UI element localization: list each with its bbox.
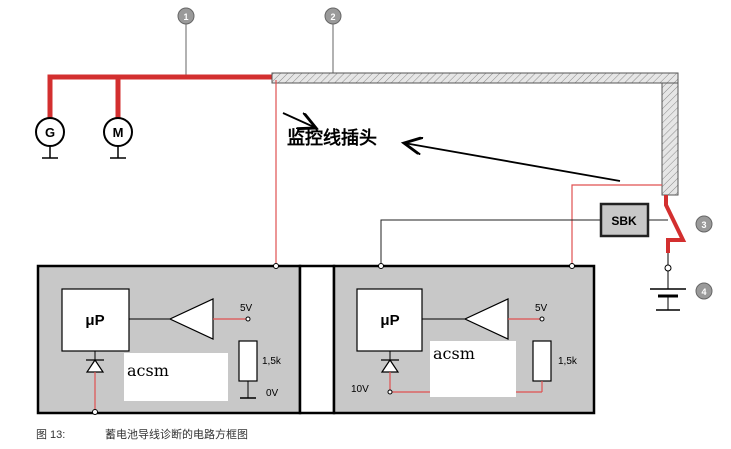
generator-label: G [45,125,55,140]
battery-cable-bus [271,72,679,196]
callout-4 [695,282,713,300]
callout-2 [324,7,342,25]
junction-dots [92,263,575,415]
generator-symbol [35,117,65,159]
callout-1-number: 1 [183,12,188,22]
callout-3-number: 3 [701,220,706,230]
module-2-10v-label: 10V [351,384,369,395]
module-1-5v-label: 5V [240,303,253,314]
connector-annotation: 监控线插头 [287,127,377,148]
control-module-2 [332,264,596,415]
module-2-resistor-label: 1,5k [558,356,578,367]
microprocessor-1-label: μP [85,312,104,329]
sbk-box [599,202,650,238]
main-power-wire [47,74,272,120]
cover-patch-1 [124,353,228,401]
inter-module-bus [298,264,336,415]
battery-switch [664,195,687,253]
module-2-5v-label: 5V [535,303,548,314]
motor-label: M [113,125,124,140]
callout-2-number: 2 [330,12,335,22]
figure-caption: 蓄电池导线诊断的电路方框图 [105,427,248,441]
callout-4-number: 4 [701,287,706,297]
cover-text-2: acsm [433,344,475,363]
control-module-1 [36,264,302,415]
callout-3 [695,215,713,233]
callout-1 [177,7,195,25]
battery-symbol [650,253,686,311]
annotation-arrows [282,112,621,182]
cover-text-1: acsm [127,361,169,380]
motor-symbol [103,117,133,159]
module-1-0v-label: 0V [266,388,279,399]
figure-number: 图 13: [36,428,65,441]
module-1-resistor-label: 1,5k [262,356,282,367]
microprocessor-2-label: μP [380,312,399,329]
cover-patch-2 [430,341,516,397]
control-wires [380,219,668,266]
sbk-label: SBK [611,214,637,228]
